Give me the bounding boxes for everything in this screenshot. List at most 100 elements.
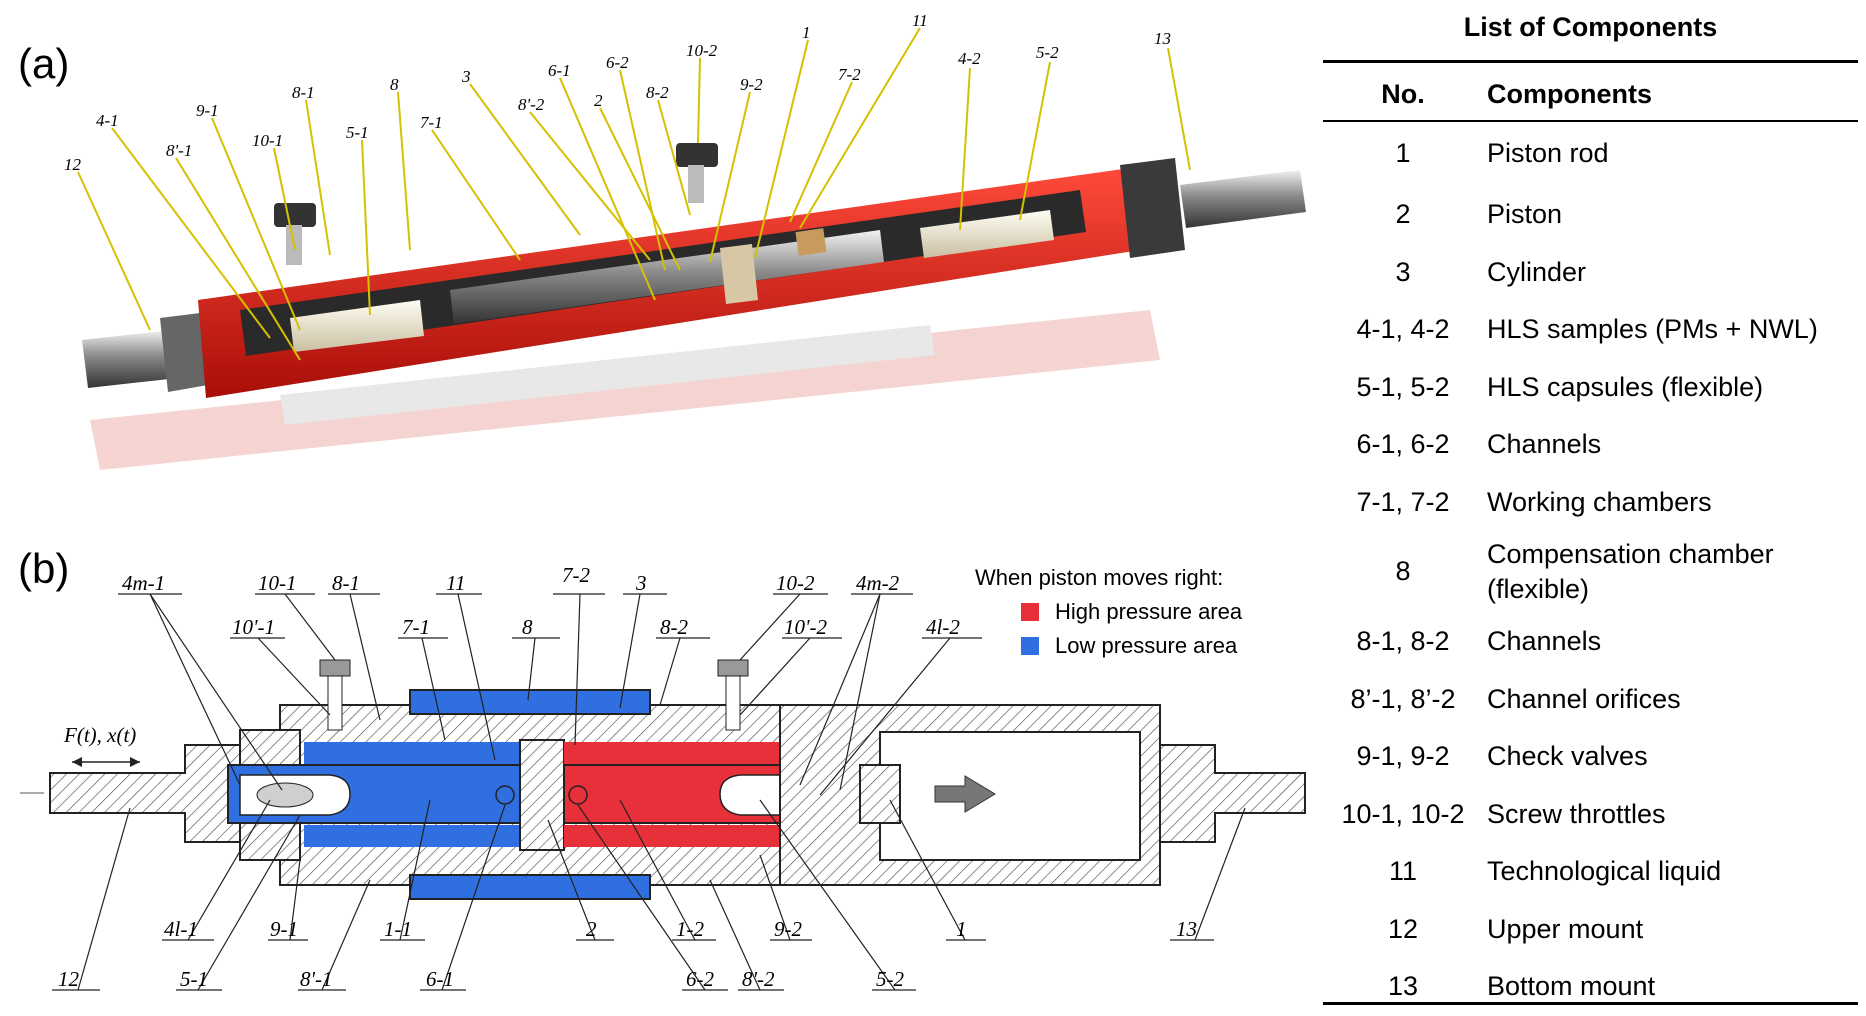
callout-b-7-1: 7-1 [402, 615, 430, 639]
callout-a-8-1: 8-1 [292, 83, 315, 102]
row-name: Cylinder [1487, 256, 1587, 287]
callout-b-8-2: 8-2 [660, 615, 688, 639]
high-pressure-swatch [1021, 603, 1039, 621]
pressure-legend: When piston moves right: High pressure a… [975, 565, 1242, 667]
row-name: HLS capsules (flexible) [1487, 371, 1764, 402]
panel-b-label: (b) [18, 545, 70, 592]
cutaway-render: 12 4-1 8'-1 9-1 10-1 8-1 5-1 8 7-1 3 8'-… [64, 11, 1306, 470]
callout-a-4-1: 4-1 [96, 111, 119, 130]
row-name: HLS samples (PMs + NWL) [1487, 314, 1818, 345]
row-no: 8-1, 8-2 [1356, 626, 1450, 657]
row-name: Piston [1487, 199, 1563, 230]
legend-title: When piston moves right: [975, 565, 1224, 590]
callout-b-12: 12 [58, 967, 80, 991]
table-row: 2 Piston [1323, 186, 1858, 244]
callout-a-5-2: 5-2 [1036, 43, 1059, 62]
callout-b-9-2: 9-2 [774, 917, 802, 941]
callout-a-10-2: 10-2 [686, 41, 718, 60]
callout-a-11: 11 [912, 11, 928, 30]
callout-a-7-2: 7-2 [838, 65, 861, 84]
screw-throttle-10-2-stem [688, 165, 704, 203]
cylinder-cavity [879, 731, 1141, 861]
screw-throttle-10-1-body [327, 675, 343, 731]
callout-b-5-1: 5-1 [180, 967, 208, 991]
row-name: Bottom mount [1487, 971, 1656, 1002]
table-row: 5-1, 5-2 HLS capsules (flexible) [1323, 359, 1858, 417]
callout-a-9-1: 9-1 [196, 101, 219, 120]
motion-arrow-icon [934, 775, 996, 813]
compensation-chamber-bottom [409, 874, 651, 900]
row-name: Channel orifices [1487, 683, 1681, 714]
channel-8-1-fill [304, 742, 524, 764]
row-no: 4-1, 4-2 [1356, 314, 1450, 345]
callout-b-10p-2: 10'-2 [784, 615, 827, 639]
legend-low-row: Low pressure area [1021, 633, 1242, 659]
callout-b-4m-2: 4m-2 [856, 571, 900, 595]
table-header-rule [1323, 120, 1858, 122]
callout-a-6-2: 6-2 [606, 53, 629, 72]
upper-mount-thread [82, 330, 178, 388]
callout-a-8p-1: 8'-1 [166, 141, 192, 160]
row-no: 6-1, 6-2 [1356, 429, 1450, 460]
bottom-mount-13 [1159, 744, 1306, 843]
channel-6-2 [568, 785, 588, 805]
row-no: 5-1, 5-2 [1356, 371, 1450, 402]
callout-a-9-2: 9-2 [740, 75, 763, 94]
row-name: Working chambers [1487, 486, 1712, 517]
row-name: Screw throttles [1487, 798, 1666, 829]
screw-throttle-10-2 [717, 659, 749, 677]
callout-a-1: 1 [802, 23, 811, 42]
callout-b-8-1: 8-1 [332, 571, 360, 595]
working-chamber-7-2-top [564, 742, 844, 764]
callout-b-13: 13 [1176, 917, 1197, 941]
callout-b-11: 11 [446, 571, 465, 595]
callout-b-10p-1: 10'-1 [232, 615, 275, 639]
mirror-reflection [90, 310, 1160, 470]
table-bottom-rule [1323, 1002, 1858, 1005]
callout-a-13: 13 [1154, 29, 1171, 48]
row-no: 10-1, 10-2 [1341, 798, 1465, 829]
sample-4-2-render [795, 228, 827, 256]
callout-b-1-2: 1-2 [676, 917, 704, 941]
callout-b-7-2: 7-2 [562, 563, 590, 587]
knurled-nut-right [1120, 158, 1185, 258]
panel-a-label: (a) [18, 40, 70, 87]
channel-left-lower-fill [304, 825, 524, 847]
working-chamber-7-2-bottom [564, 825, 844, 847]
cutaway-render-panel: (a) [0, 0, 1315, 545]
callout-a-10-1: 10-1 [252, 131, 283, 150]
callout-b-3: 3 [635, 571, 647, 595]
callout-b-4m-1: 4m-1 [122, 571, 165, 595]
callout-b-4l-2: 4l-2 [926, 615, 960, 639]
callout-b-6-2: 6-2 [686, 967, 714, 991]
piston-render [720, 244, 758, 304]
callout-b-1: 1 [956, 917, 967, 941]
row-name: Channels [1487, 429, 1602, 460]
row-name: Compensation chamber (flexible) [1487, 538, 1774, 604]
screw-throttle-10-2-body [725, 675, 741, 731]
schematic-leaders [52, 593, 1246, 991]
row-name: Channels [1487, 626, 1602, 657]
row-no: 2 [1395, 199, 1411, 230]
row-no: 1 [1395, 138, 1411, 169]
capsule-5-1-render [290, 300, 424, 352]
callout-b-4l-1: 4l-1 [164, 917, 198, 941]
low-pressure-swatch [1021, 637, 1039, 655]
screw-throttle-10-1 [319, 659, 351, 677]
callout-a-7-1: 7-1 [420, 113, 443, 132]
row-no: 11 [1388, 856, 1418, 887]
schematic-panel: (b) [0, 545, 1315, 1015]
callout-a-8-2: 8-2 [646, 83, 669, 102]
header-components: Components [1487, 78, 1652, 109]
row-no: 12 [1387, 913, 1419, 944]
hex-nut-left [160, 313, 208, 392]
legend-low-label: Low pressure area [1055, 633, 1238, 658]
piston-rod-render [450, 230, 884, 324]
